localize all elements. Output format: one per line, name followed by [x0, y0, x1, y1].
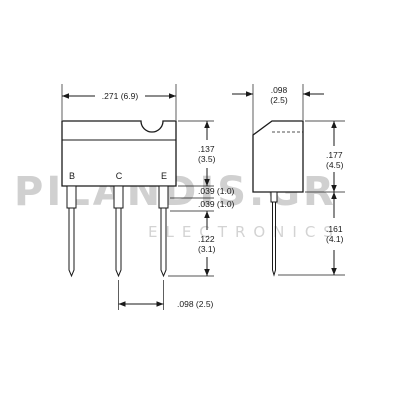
pin-pitch-label: .098 (2.5) — [177, 299, 214, 309]
watermark-tagline: ELECTRONICS — [148, 223, 341, 241]
lead-c — [113, 185, 124, 278]
front-view: .271 (6.9) B C E .137 (3.5) .039 (1.0) — [61, 84, 235, 310]
lead-length-mm: (3.1) — [198, 244, 216, 254]
body-height-mm: (3.5) — [198, 154, 216, 164]
side-body-in: .177 — [326, 150, 343, 160]
pin-label-c: C — [116, 171, 123, 181]
side-lead-in: .161 — [326, 224, 343, 234]
gap-upper-label: .039 (1.0) — [198, 186, 235, 196]
lead-length-in: .122 — [198, 234, 215, 244]
lead-e — [158, 185, 169, 278]
side-body — [252, 120, 304, 193]
pin-label-e: E — [161, 171, 167, 181]
pin-label-b: B — [69, 171, 75, 181]
side-lead — [270, 191, 278, 277]
side-view: .098 (2.5) .177 (4.5) .161 (4.1) — [232, 84, 345, 277]
overall-width-label: .271 (6.9) — [102, 91, 139, 101]
lead-b — [66, 185, 77, 278]
body-height-in: .137 — [198, 144, 215, 154]
side-body-mm: (4.5) — [326, 160, 344, 170]
side-lead-mm: (4.1) — [326, 234, 344, 244]
side-thickness-in: .098 — [271, 85, 288, 95]
side-thickness-mm: (2.5) — [270, 95, 288, 105]
package-body — [61, 120, 177, 187]
gap-lower-label: .039 (1.0) — [198, 199, 235, 209]
